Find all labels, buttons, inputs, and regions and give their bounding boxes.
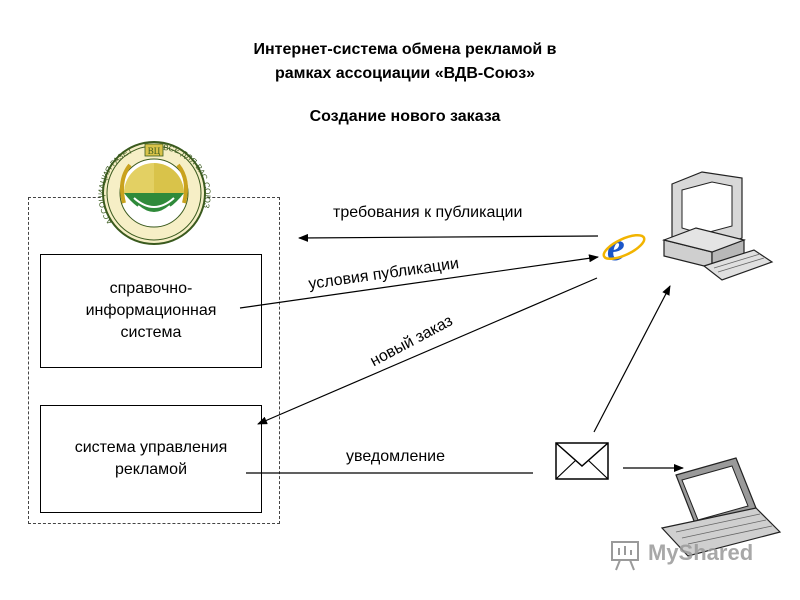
- ad-management-line-1: система управления: [74, 439, 228, 456]
- ie-browser-icon: e: [602, 224, 646, 269]
- title-line-1: Интернет-система обмена рекламой в: [253, 41, 557, 58]
- arrow-new-order: [257, 277, 598, 425]
- info-system-line-2: информационная: [85, 302, 217, 319]
- arrow-requirements: [298, 233, 599, 242]
- label-notification: уведомление: [346, 448, 446, 465]
- watermark-text: MyShared: [648, 540, 754, 565]
- laptop-icon: [660, 457, 782, 557]
- svg-text:ВЦ: ВЦ: [148, 146, 161, 156]
- diagram-title: Интернет-система обмена рекламой в рамка…: [150, 38, 660, 86]
- envelope-icon: [555, 442, 609, 480]
- info-system-line-3: система: [120, 324, 182, 341]
- info-system-line-1: справочно-: [109, 280, 193, 297]
- diagram-subtitle: Создание нового заказа: [309, 108, 501, 125]
- ad-management-box: система управления рекламой: [40, 405, 262, 513]
- label-requirements: требования к публикации: [333, 204, 523, 221]
- arrow-envelope-to-computer: [593, 285, 671, 433]
- ad-management-line-2: рекламой: [114, 461, 188, 478]
- title-line-2: рамках ассоциации «ВДВ-Союз»: [274, 65, 536, 82]
- association-emblem-icon: ВЦ АССОЦИАЦИЯ ГАЗЕТ ВСЕ ДЛЯ ВАС СОЮЗ: [97, 141, 212, 245]
- arrow-conditions: [239, 254, 599, 309]
- info-system-box: справочно- информационная система: [40, 254, 262, 368]
- myshared-logo-icon: [611, 541, 639, 571]
- computer-icon: [661, 171, 774, 281]
